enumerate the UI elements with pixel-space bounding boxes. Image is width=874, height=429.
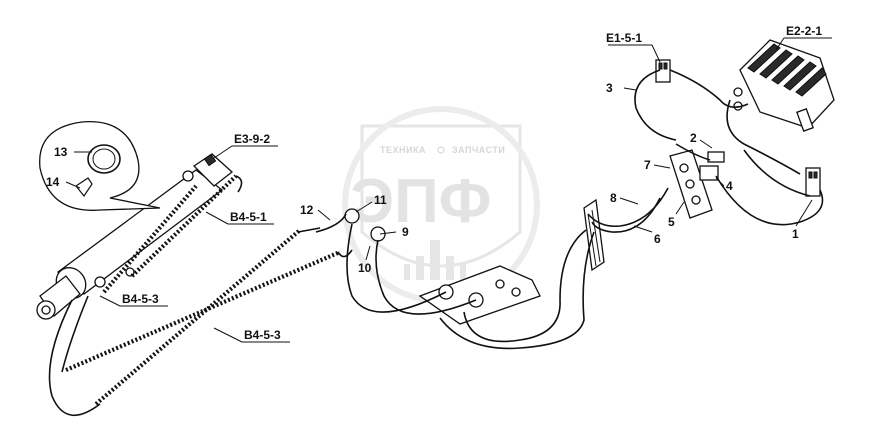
label-2: 2 — [690, 131, 697, 145]
label-b4-5-3-bottom: B4-5-3 — [244, 328, 281, 342]
label-b4-5-3-left: B4-5-3 — [122, 292, 159, 306]
label-14: 14 — [46, 175, 60, 189]
label-4: 4 — [726, 179, 733, 193]
label-6: 6 — [654, 232, 661, 246]
label-7: 7 — [644, 158, 651, 172]
label-9: 9 — [402, 225, 409, 239]
label-8: 8 — [610, 191, 617, 205]
label-1: 1 — [792, 227, 799, 241]
hose-clamp-icon — [87, 144, 121, 174]
label-11: 11 — [374, 193, 387, 207]
label-e2-2-1: E2-2-1 — [786, 24, 822, 38]
watermark-top-text-right: ЗАПЧАСТИ — [452, 145, 505, 155]
hose-clip-right — [805, 167, 821, 197]
label-e1-5-1: E1-5-1 — [606, 31, 642, 45]
hoses — [48, 69, 824, 417]
watermark-tower-icon — [404, 240, 466, 280]
detail-callout — [39, 121, 161, 211]
label-e3-9-2: E3-9-2 — [234, 132, 270, 146]
label-10: 10 — [358, 261, 372, 275]
label-5: 5 — [668, 215, 675, 229]
control-valve-block — [733, 39, 835, 132]
manifold-plate — [669, 149, 725, 219]
watermark-top-text: ТЕХНИКА — [380, 145, 426, 155]
leader-lines — [65, 37, 832, 343]
label-13: 13 — [54, 145, 68, 159]
watermark-big-text: ЭПФ — [350, 167, 492, 236]
watermark-dot-icon — [437, 146, 445, 154]
label-b4-5-1: B4-5-1 — [230, 210, 267, 224]
label-3: 3 — [606, 81, 613, 95]
clip-icon — [75, 177, 93, 198]
label-12: 12 — [300, 203, 314, 217]
callout-labels: E1-5-1 E2-2-1 E3-9-2 B4-5-1 B4-5-3 B4-5-… — [46, 24, 822, 342]
